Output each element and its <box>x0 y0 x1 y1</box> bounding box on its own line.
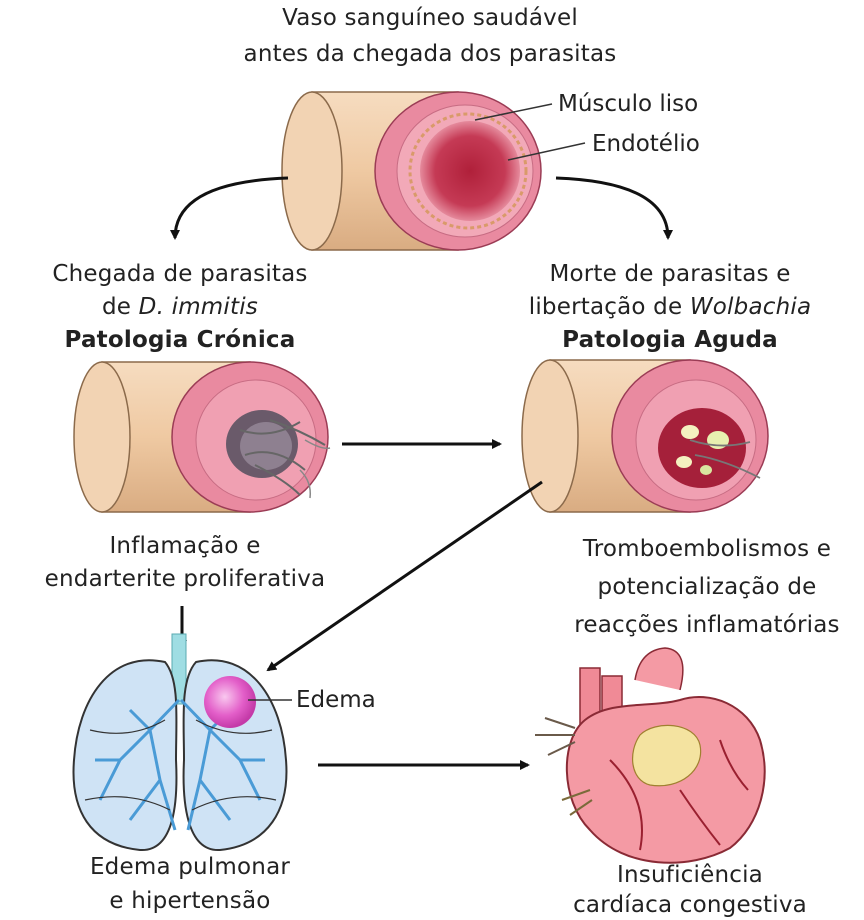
healthy-vessel-illustration <box>282 92 541 250</box>
label-edema: Edema <box>296 686 376 714</box>
acute-bacteria: Wolbachia <box>690 294 811 320</box>
chronic-title: Patologia Crónica <box>20 324 340 357</box>
lungs-illustration <box>74 634 287 850</box>
inflammation-caption: Inflamação e endarterite proliferativa <box>40 530 330 596</box>
inflammation-line2: endarterite proliferativa <box>40 563 330 596</box>
arrow-to-chronic <box>175 178 288 238</box>
chronic-line2: de D. immitis <box>20 291 340 324</box>
chronic-vessel-illustration <box>74 362 330 512</box>
heart-line2: cardíaca congestiva <box>560 890 820 920</box>
chronic-line1: Chegada de parasitas <box>20 258 340 291</box>
arrow-to-acute <box>556 178 668 238</box>
thrombo-line3: reacções inflamatórias <box>552 606 862 644</box>
acute-line1: Morte de parasitas e <box>500 258 840 291</box>
acute-vessel-illustration <box>522 360 768 512</box>
lungs-line2: e hipertensão <box>40 884 340 918</box>
chronic-line2-prefix: de <box>102 294 139 320</box>
top-title-line1: Vaso sanguíneo saudável <box>150 2 710 35</box>
chronic-caption: Chegada de parasitas de D. immitis Patol… <box>20 258 340 357</box>
thrombo-caption: Tromboembolismos e potencialização de re… <box>552 530 862 644</box>
lungs-caption: Edema pulmonar e hipertensão <box>40 850 340 918</box>
thrombo-line1: Tromboembolismos e <box>552 530 862 568</box>
chronic-species: D. immitis <box>139 294 258 320</box>
heart-caption: Insuficiência cardíaca congestiva <box>560 860 820 920</box>
acute-caption: Morte de parasitas e libertação de Wolba… <box>500 258 840 357</box>
inflammation-line1: Inflamação e <box>40 530 330 563</box>
lungs-line1: Edema pulmonar <box>40 850 340 884</box>
heart-line1: Insuficiência <box>560 860 820 890</box>
label-smooth-muscle: Músculo liso <box>558 90 698 118</box>
thrombo-line2: potencialização de <box>552 568 862 606</box>
label-endothelium: Endotélio <box>592 130 700 158</box>
acute-line2: libertação de Wolbachia <box>500 291 840 324</box>
top-title-line2: antes da chegada dos parasitas <box>150 38 710 71</box>
acute-line2-prefix: libertação de <box>529 294 690 320</box>
heart-illustration <box>535 648 765 863</box>
acute-title: Patologia Aguda <box>500 324 840 357</box>
